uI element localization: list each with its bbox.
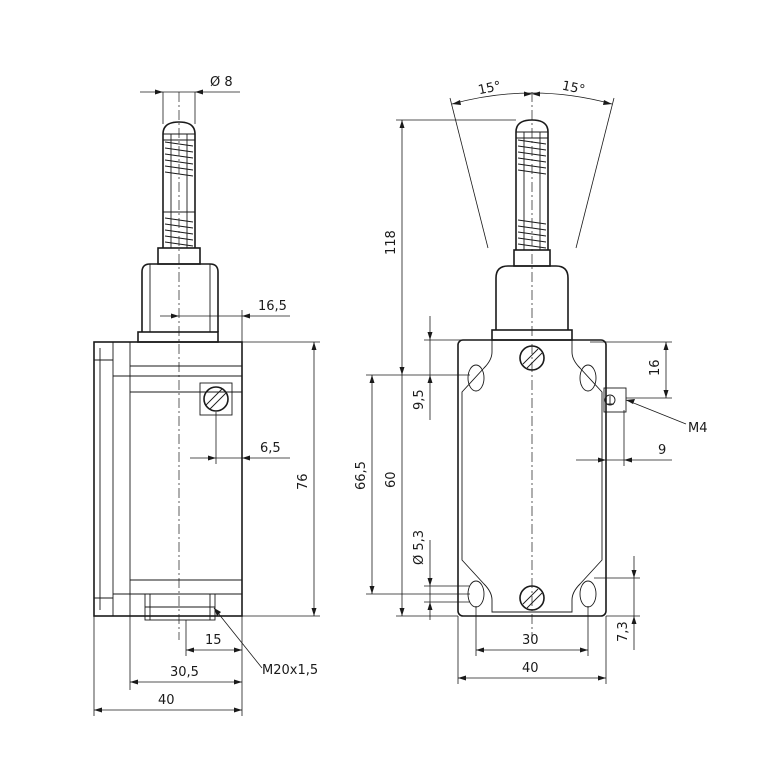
label-ground-screw: M4: [688, 421, 708, 436]
label-angle-left: 15°: [477, 79, 503, 98]
label-body-height-side: 76: [296, 473, 311, 490]
side-body: [93, 341, 243, 621]
label-depth: 40: [158, 693, 175, 708]
label-thread-width: 30,5: [170, 665, 199, 680]
label-angle-right: 15°: [561, 79, 587, 98]
side-head: [137, 247, 219, 343]
label-head-offset: 16,5: [258, 299, 287, 314]
label-hole-diameter: Ø 5,3: [412, 530, 427, 565]
dimension-labels: Ø 8 16,5 6,5 76 15 30,5 40 M20x1,5 15° 1…: [158, 75, 708, 708]
label-overall-height: 118: [384, 230, 399, 255]
label-bottom-offset: 7,3: [616, 621, 631, 642]
front-view: [366, 91, 687, 684]
label-hole-pitch: 60: [384, 471, 399, 488]
front-dimensions: [366, 91, 687, 684]
label-width-front: 40: [522, 661, 539, 676]
label-ground-offset: 9: [658, 443, 666, 458]
side-screw: [199, 382, 233, 416]
label-screw-offset: 6,5: [260, 441, 281, 456]
side-view: [93, 89, 320, 716]
label-total-height: 66,5: [354, 461, 369, 490]
label-top-offset: 9,5: [412, 389, 427, 410]
front-body: [457, 339, 627, 617]
label-rod-diameter: Ø 8: [210, 75, 233, 90]
label-thread-offset: 15: [205, 633, 222, 648]
label-hole-spacing: 30: [522, 633, 539, 648]
label-terminal-height: 16: [648, 359, 663, 376]
label-thread: M20x1,5: [262, 663, 318, 678]
side-dimensions: [93, 89, 320, 716]
